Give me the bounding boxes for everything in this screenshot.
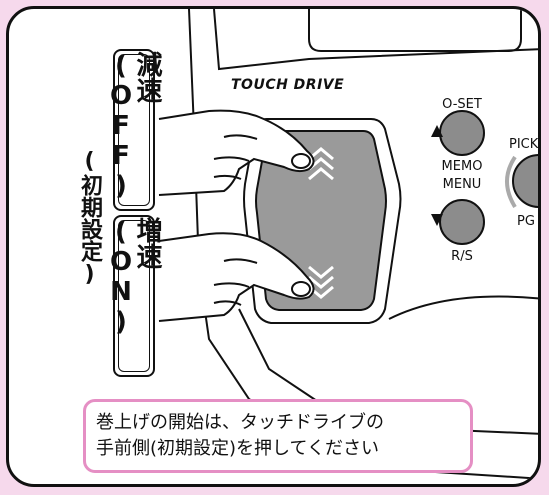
oset-button [439,110,485,156]
upper-hand-icon [158,109,315,196]
down-triangle-icon [431,214,443,226]
memo-label: MEMO [441,159,483,174]
menu-label: MENU [442,177,482,192]
reel-illustration [158,9,538,480]
pick-label: PICK [509,137,539,152]
pg-label: PG [517,214,535,229]
oset-label: O-SET [442,97,482,112]
note-line-1: 巻上げの開始は、タッチドライブの [96,412,384,433]
brand-logo: TOUCH DRIVE [231,77,345,93]
initial-setting-label: (初期設定) [77,149,102,287]
rs-label: R/S [451,249,473,264]
pick-dial [512,154,538,208]
note-line-2: 手前側(初期設定)を押してください [96,438,379,460]
lower-hand-icon [158,232,315,322]
up-triangle-icon [431,125,443,137]
accel-label: 増速(ON) [106,217,162,337]
illustration-frame: 減速(OFF) 増速(ON) (初期設定) TOUCH DRIVE O-SET … [6,6,541,487]
decel-label-box: 減速(OFF) [106,49,162,211]
menu-button [439,199,485,245]
instruction-note: 巻上げの開始は、タッチドライブの 手前側(初期設定)を押してください [83,399,473,473]
decel-label: 減速(OFF) [106,51,162,201]
accel-label-box: 増速(ON) [106,215,162,377]
